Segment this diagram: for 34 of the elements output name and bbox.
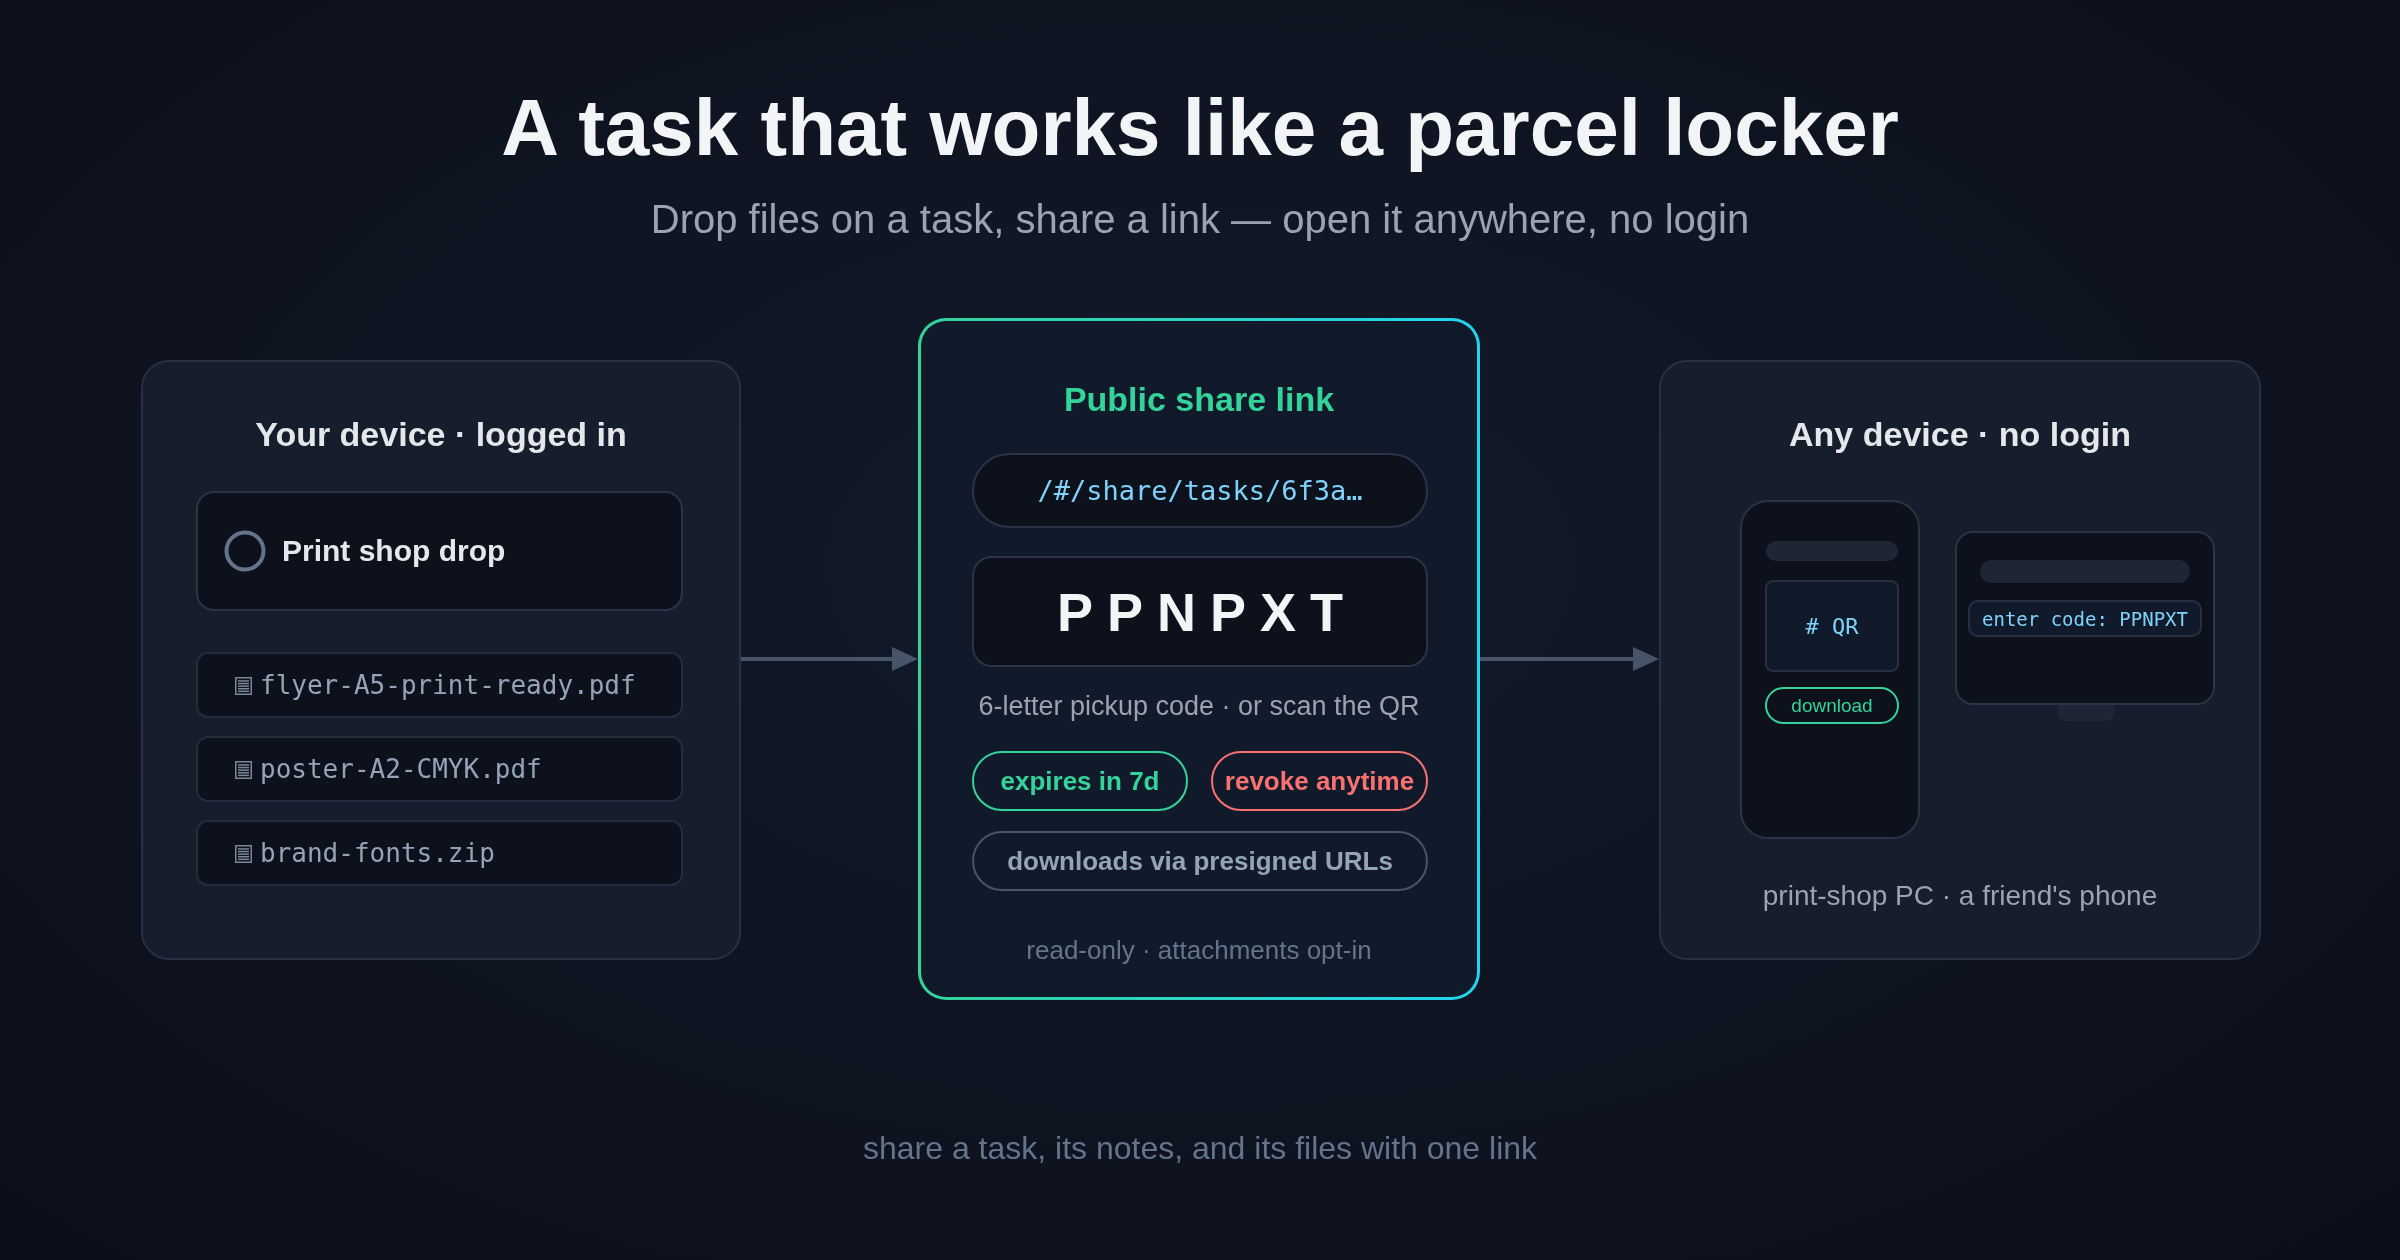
panel-title: Any device · no login	[1789, 414, 2131, 454]
info-pill: downloads via presigned URLs	[972, 831, 1428, 891]
status-pill: revoke anytime	[1211, 751, 1428, 811]
monitor-mockup	[1955, 531, 2215, 705]
phone-mockup	[1740, 500, 1920, 839]
code-caption: 6-letter pickup code · or scan the QR	[978, 690, 1420, 723]
device-panel	[141, 360, 741, 960]
panel-caption: print-shop PC · a friend's phone	[1762, 879, 2158, 913]
pickup-code-box: PPNPXT	[972, 556, 1428, 667]
file-name: brand-fonts.zip	[260, 837, 495, 870]
share-panel	[918, 318, 1480, 1000]
file-row	[196, 736, 683, 802]
panel-title: Your device · logged in	[255, 414, 627, 454]
file-name: flyer-A5-print-ready.pdf	[260, 669, 636, 702]
qr-code-field: # QR	[1765, 580, 1899, 672]
status-pill: expires in 7d	[972, 751, 1188, 811]
skeleton-bar	[1766, 541, 1898, 561]
code-field: enter code: PPNPXT	[1968, 600, 2202, 637]
task-card	[196, 491, 683, 611]
file-name: poster-A2-CMYK.pdf	[260, 753, 542, 786]
page-title: A task that works like a parcel locker	[501, 82, 1899, 174]
download-button: download	[1765, 687, 1899, 724]
skeleton-bar	[1980, 560, 2190, 583]
arrow	[741, 647, 918, 671]
device-panel	[1659, 360, 2261, 960]
arrow	[1480, 647, 1659, 671]
url-pill: /#/share/tasks/6f3a…	[972, 453, 1428, 528]
subtitle: Drop files on a task, share a link — open it anywhere, no login	[650, 196, 1750, 243]
footer-caption: share a task, its notes, and its files with one link	[862, 1129, 1538, 1167]
panel-title: Public share link	[1063, 379, 1335, 419]
task-title: Print shop drop	[282, 533, 506, 569]
file-row	[196, 820, 683, 886]
panel-note: read-only · attachments opt-in	[1026, 934, 1372, 966]
file-row	[196, 652, 683, 718]
